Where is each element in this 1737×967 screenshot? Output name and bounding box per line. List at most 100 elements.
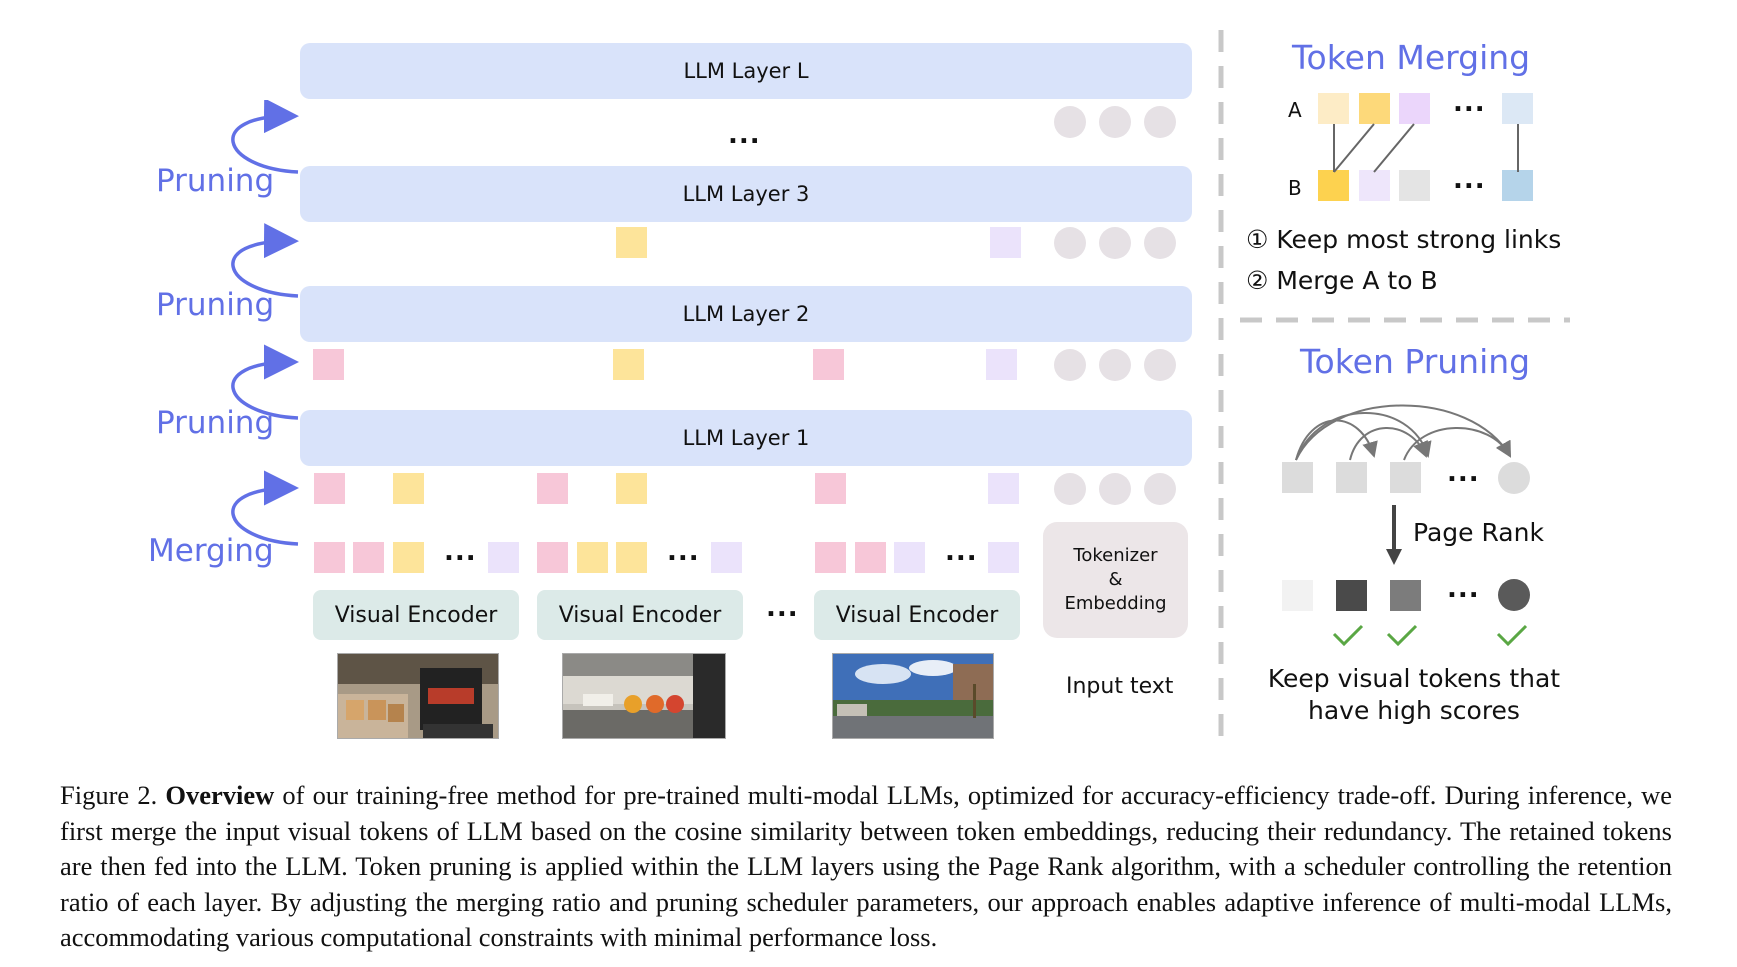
merging-label: Merging bbox=[148, 533, 274, 569]
pruning-arrow-top bbox=[231, 100, 299, 174]
visual-token bbox=[813, 349, 844, 380]
visual-token bbox=[537, 542, 568, 573]
ellipsis: ... bbox=[667, 537, 700, 567]
check-icon bbox=[1386, 624, 1418, 647]
merge-token-a3 bbox=[1399, 93, 1430, 124]
visual-token bbox=[988, 473, 1019, 504]
merge-token-a1 bbox=[1318, 93, 1349, 124]
caption-prefix: Figure 2. bbox=[60, 780, 158, 810]
text-token bbox=[1054, 473, 1086, 505]
visual-token bbox=[314, 542, 345, 573]
text-token bbox=[1144, 106, 1176, 138]
text-token bbox=[1054, 227, 1086, 259]
pagerank-arrow bbox=[1386, 505, 1402, 565]
tokenizer-line3: Embedding bbox=[1064, 593, 1167, 614]
visual-token bbox=[711, 542, 742, 573]
visual-encoder-2: Visual Encoder bbox=[537, 590, 743, 640]
scored-token-4 bbox=[1498, 579, 1530, 611]
input-text-label: Input text bbox=[1066, 674, 1174, 699]
section-separator bbox=[1240, 317, 1570, 323]
visual-token bbox=[616, 227, 647, 258]
visual-token bbox=[537, 473, 568, 504]
merge-token-a2 bbox=[1359, 93, 1390, 124]
visual-token bbox=[616, 473, 647, 504]
visual-token bbox=[353, 542, 384, 573]
merge-step-2: ② Merge A to B bbox=[1246, 266, 1438, 295]
visual-token bbox=[314, 473, 345, 504]
scored-token-1 bbox=[1282, 580, 1313, 611]
panel-separator bbox=[1218, 30, 1224, 740]
llm-layer-2: LLM Layer 2 bbox=[300, 286, 1192, 342]
visual-encoder-1: Visual Encoder bbox=[313, 590, 519, 640]
input-image-buffet bbox=[562, 653, 726, 739]
visual-token bbox=[393, 542, 424, 573]
check-marks bbox=[1332, 624, 1528, 647]
visual-token bbox=[894, 542, 925, 573]
merge-step-1: ① Keep most strong links bbox=[1246, 225, 1562, 254]
visual-token bbox=[988, 542, 1019, 573]
visual-token bbox=[613, 349, 644, 380]
ellipsis: ... bbox=[1447, 458, 1480, 488]
visual-encoder-3: Visual Encoder bbox=[814, 590, 1020, 640]
text-token bbox=[1099, 473, 1131, 505]
tokenizer-embedding-box: Tokenizer & Embedding bbox=[1043, 522, 1188, 638]
text-token bbox=[1144, 349, 1176, 381]
visual-token bbox=[855, 542, 886, 573]
merge-links bbox=[1333, 123, 1519, 173]
tokenizer-line1: Tokenizer bbox=[1073, 545, 1158, 566]
visual-token bbox=[815, 542, 846, 573]
input-image-street bbox=[832, 653, 994, 739]
input-image-toaster bbox=[337, 653, 499, 739]
tokenizer-line2: & bbox=[1108, 569, 1123, 590]
visual-token bbox=[616, 542, 647, 573]
page-rank-label: Page Rank bbox=[1413, 518, 1544, 547]
text-token bbox=[1099, 106, 1131, 138]
visual-token bbox=[488, 542, 519, 573]
merge-token-b4 bbox=[1502, 170, 1533, 201]
pruning-label-middle: Pruning bbox=[156, 287, 275, 323]
row-a-label: A bbox=[1288, 98, 1302, 122]
ellipsis: ... bbox=[1447, 574, 1480, 604]
text-token bbox=[1144, 473, 1176, 505]
merge-token-b3 bbox=[1399, 170, 1430, 201]
ellipsis: ... bbox=[945, 537, 978, 567]
keep-tokens-line1: Keep visual tokens that bbox=[1267, 664, 1561, 693]
llm-layer-3: LLM Layer 3 bbox=[300, 166, 1192, 222]
text-token bbox=[1054, 349, 1086, 381]
visual-token bbox=[986, 349, 1017, 380]
caption-text: of our training-free method for pre-trai… bbox=[60, 780, 1673, 952]
check-icon bbox=[1332, 624, 1364, 647]
llm-layer-1: LLM Layer 1 bbox=[300, 410, 1192, 466]
ellipsis: ... bbox=[444, 537, 477, 567]
pruning-label-top: Pruning bbox=[156, 163, 275, 199]
visual-token bbox=[577, 542, 608, 573]
ellipsis-between-layers: ... bbox=[728, 120, 761, 150]
pagerank-graph bbox=[1282, 404, 1530, 494]
scored-token-2 bbox=[1336, 580, 1367, 611]
llm-layer-l: LLM Layer L bbox=[300, 43, 1192, 99]
merge-token-b1 bbox=[1318, 170, 1349, 201]
visual-token bbox=[990, 227, 1021, 258]
merge-token-b2 bbox=[1359, 170, 1390, 201]
token-merging-title: Token Merging bbox=[1292, 38, 1531, 77]
visual-token bbox=[815, 473, 846, 504]
row-b-label: B bbox=[1288, 176, 1302, 200]
text-token bbox=[1144, 227, 1176, 259]
ellipsis: ... bbox=[1453, 88, 1486, 118]
text-token bbox=[1099, 349, 1131, 381]
merge-token-a4 bbox=[1502, 93, 1533, 124]
merging-arrow bbox=[231, 470, 299, 546]
scored-token-3 bbox=[1390, 580, 1421, 611]
curved-arrows bbox=[231, 100, 299, 546]
ellipsis: ... bbox=[766, 593, 799, 623]
pruning-arrow-bottom bbox=[231, 344, 299, 420]
text-token bbox=[1054, 106, 1086, 138]
text-token bbox=[1099, 227, 1131, 259]
figure-caption: Figure 2. Overview of our training-free … bbox=[60, 778, 1672, 956]
pruning-label-bottom: Pruning bbox=[156, 405, 275, 441]
visual-token bbox=[393, 473, 424, 504]
check-icon bbox=[1496, 624, 1528, 647]
caption-bold: Overview bbox=[165, 780, 275, 810]
visual-token bbox=[313, 349, 344, 380]
ellipsis: ... bbox=[1453, 165, 1486, 195]
